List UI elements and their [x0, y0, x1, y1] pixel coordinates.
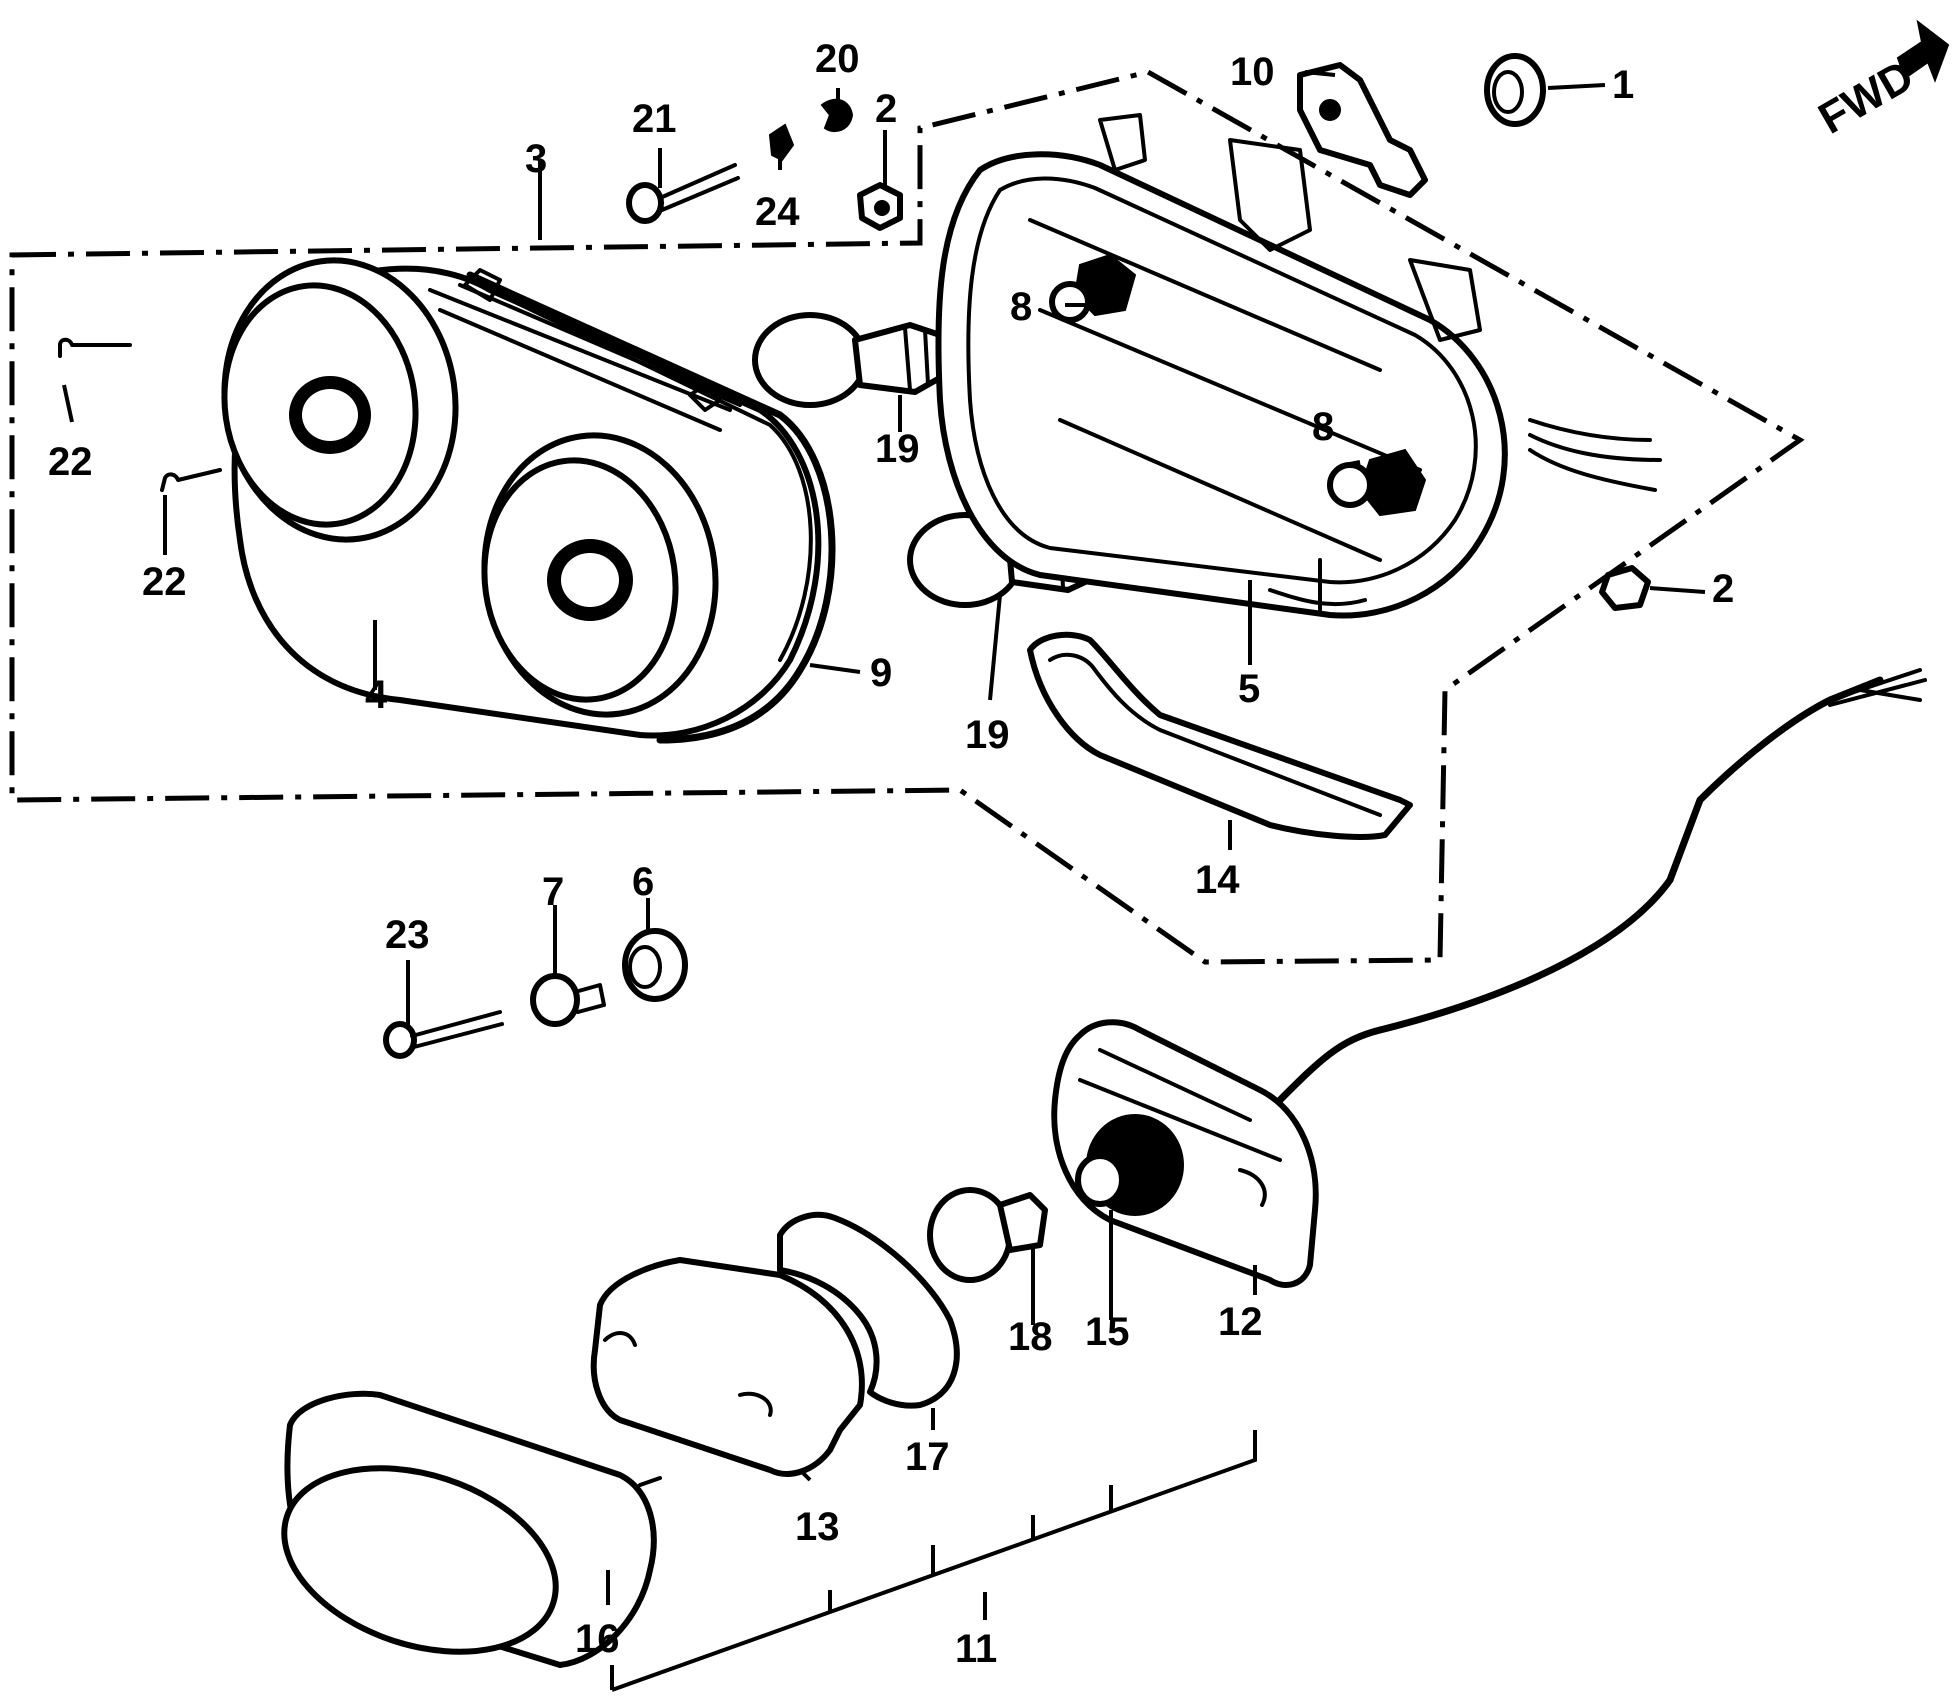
reflector-14 [1027, 631, 1413, 840]
callout-23: 23 [385, 913, 430, 957]
cover-16 [281, 1390, 662, 1668]
collar-6 [622, 928, 688, 1002]
socket-15 [1075, 1114, 1184, 1216]
callout-3: 3 [525, 137, 547, 181]
callout-1: 1 [1612, 63, 1634, 107]
leader-lines [62, 70, 1706, 1605]
screw-23 [383, 1010, 504, 1059]
callout-24: 24 [755, 190, 800, 234]
nut-2-top [857, 182, 903, 231]
callout-21: 21 [632, 97, 677, 141]
callout-4: 4 [365, 673, 388, 717]
grommet-1 [1484, 53, 1546, 127]
callout-12: 12 [1218, 1300, 1263, 1344]
screw-21 [626, 163, 740, 224]
bulb-18 [927, 1187, 1048, 1283]
license-light-base-12 [1051, 1019, 1319, 1288]
wire-harness [1276, 676, 1884, 1104]
callout-11: 11 [955, 1627, 997, 1671]
callout-5: 5 [1238, 667, 1260, 711]
callout-9: 9 [870, 651, 892, 695]
stay-10 [1297, 62, 1428, 198]
callout-14: 14 [1195, 858, 1240, 902]
washer-24 [768, 123, 795, 162]
callout-7: 7 [542, 870, 564, 914]
fwd-arrow-icon: FWD [1811, 19, 1950, 144]
tail-lens-4 [221, 257, 822, 739]
callout-20: 20 [815, 37, 860, 81]
bolt-7 [530, 973, 606, 1027]
callout-16: 16 [575, 1617, 620, 1661]
callout-10: 10 [1230, 50, 1275, 94]
callout-8-lower: 8 [1312, 405, 1334, 449]
clip-20 [820, 98, 854, 133]
lens-13 [590, 1257, 865, 1477]
bracket-11 [611, 1430, 1257, 1692]
assembly-boundary-3 [9, 69, 1805, 965]
gasket-17 [777, 1211, 960, 1409]
callout-19-upper: 19 [875, 427, 920, 471]
callout-6: 6 [632, 860, 654, 904]
tail-housing-5 [935, 113, 1662, 619]
callout-2-top: 2 [875, 87, 897, 131]
nut-2-right [1599, 565, 1651, 611]
callout-19-lower: 19 [965, 713, 1010, 757]
callout-22-lower: 22 [142, 560, 187, 604]
bulb-19-upper [752, 312, 948, 408]
callout-22-upper: 22 [48, 440, 93, 484]
lens-rim-9 [466, 271, 836, 744]
callout-17: 17 [905, 1435, 950, 1479]
lens-rim-9-inner [488, 288, 813, 662]
lens-13-cutout [603, 1331, 773, 1417]
callout-18: 18 [1008, 1315, 1053, 1359]
callout-2-right: 2 [1712, 567, 1734, 611]
screw-22-top [58, 337, 132, 358]
callout-8-upper: 8 [1010, 285, 1032, 329]
wire-harness-2 [1828, 668, 1927, 707]
reflector-14-inner [1048, 652, 1382, 817]
callout-15: 15 [1085, 1310, 1130, 1354]
screw-22-bottom [160, 468, 222, 492]
callout-13: 13 [795, 1505, 840, 1549]
